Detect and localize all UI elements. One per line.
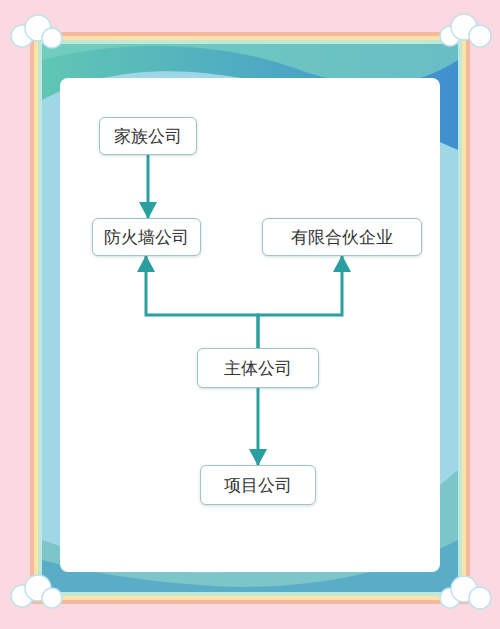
box-label: 项目公司 [224, 475, 292, 495]
cloud [11, 15, 62, 48]
cloud [440, 14, 491, 47]
arrow-connector [258, 256, 342, 348]
process-box: 防火墙公司 [92, 218, 201, 256]
stripe [38, 40, 462, 596]
arrow-connector [257, 388, 260, 465]
box-label: 家族公司 [114, 126, 182, 146]
process-box: 家族公司 [99, 117, 197, 155]
process-box: 有限合伙企业 [262, 218, 422, 256]
box-label: 主体公司 [224, 358, 292, 378]
cloud [11, 575, 62, 608]
arrow-connector [146, 256, 258, 348]
process-box: 项目公司 [200, 465, 316, 505]
white-panel [60, 78, 440, 572]
stripe [42, 44, 458, 592]
cloud [440, 576, 491, 609]
process-box: 主体公司 [197, 348, 319, 388]
outer-stripe [30, 32, 470, 604]
box-label: 有限合伙企业 [291, 227, 393, 247]
box-label: 防火墙公司 [104, 227, 189, 247]
arrow-connector [147, 155, 150, 218]
stripe [34, 36, 466, 600]
